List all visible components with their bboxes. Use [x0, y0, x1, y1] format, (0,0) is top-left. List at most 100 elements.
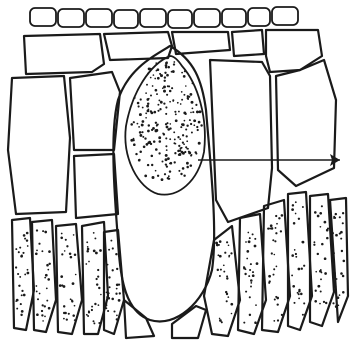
- crystal-stipple-dot: [198, 111, 200, 113]
- crystal-stipple-dot: [139, 150, 142, 153]
- palisade-stipple-dot: [278, 217, 280, 219]
- palisade-stipple-dot: [293, 222, 296, 225]
- palisade-stipple-dot: [35, 252, 38, 255]
- palisade-stipple-dot: [16, 308, 18, 310]
- crystal-stipple-dot: [155, 122, 157, 124]
- palisade-stipple-dot: [93, 250, 96, 253]
- crystal-stipple-dot: [145, 92, 147, 94]
- crystal-stipple-dot: [166, 165, 168, 167]
- crystal-stipple-dot: [151, 129, 153, 131]
- crystal-stipple-dot: [164, 80, 166, 82]
- palisade-stipple-dot: [61, 233, 63, 235]
- crystal-stipple-dot: [137, 123, 139, 125]
- palisade-stipple-dot: [19, 247, 21, 249]
- palisade-stipple-dot: [327, 228, 329, 230]
- crystal-stipple-dot: [186, 148, 188, 150]
- palisade-stipple-dot: [119, 292, 121, 294]
- crystal-stipple-dot: [169, 138, 171, 140]
- palisade-stipple-dot: [91, 309, 93, 311]
- palisade-stipple-dot: [303, 265, 305, 267]
- crystal-stipple-dot: [167, 85, 169, 87]
- crystal-stipple-dot: [164, 72, 166, 74]
- palisade-stipple-dot: [292, 285, 295, 288]
- palisade-stipple-dot: [268, 275, 271, 278]
- palisade-stipple-dot: [276, 297, 279, 300]
- palisade-stipple-dot: [113, 310, 115, 312]
- crystal-stipple-dot: [190, 123, 192, 125]
- palisade-stipple-dot: [61, 284, 63, 286]
- crystal-stipple-dot: [180, 126, 182, 128]
- crystal-stipple-dot: [181, 99, 183, 101]
- palisade-stipple-dot: [223, 271, 225, 273]
- palisade-stipple-dot: [107, 310, 109, 312]
- palisade-stipple-dot: [276, 266, 278, 268]
- palisade-stipple-dot: [98, 322, 100, 324]
- palisade-stipple-dot: [41, 314, 43, 316]
- crystal-stipple-dot: [156, 125, 158, 127]
- palisade-stipple-dot: [228, 244, 230, 246]
- palisade-stipple-dot: [112, 247, 114, 249]
- crystal-stipple-dot: [174, 138, 176, 140]
- palisade-stipple-dot: [219, 255, 222, 258]
- crystal-stipple-dot: [160, 74, 163, 77]
- palisade-stipple-dot: [249, 269, 251, 271]
- palisade-stipple-dot: [108, 249, 110, 251]
- palisade-stipple-dot: [226, 293, 228, 295]
- crystal-stipple-dot: [154, 111, 157, 114]
- palisade-stipple-dot: [314, 300, 317, 303]
- palisade-stipple-dot: [245, 241, 247, 243]
- palisade-stipple-dot: [291, 254, 294, 257]
- palisade-stipple-dot: [21, 290, 23, 292]
- crystal-stipple-dot: [142, 136, 144, 138]
- palisade-stipple-dot: [26, 239, 28, 241]
- palisade-stipple-dot: [245, 291, 247, 293]
- crystal-stipple-dot: [147, 108, 149, 110]
- palisade-stipple-dot: [298, 298, 300, 300]
- palisade-stipple-dot: [23, 234, 26, 237]
- crystal-stipple-dot: [190, 164, 193, 167]
- palisade-stipple-dot: [248, 275, 250, 277]
- palisade-stipple-dot: [276, 223, 278, 225]
- palisade-stipple-dot: [281, 314, 283, 316]
- palisade-stipple-dot: [271, 252, 273, 254]
- crystal-stipple-dot: [200, 124, 202, 126]
- crystal-stipple-dot: [164, 173, 166, 175]
- palisade-stipple-dot: [27, 272, 30, 275]
- palisade-stipple-dot: [273, 254, 275, 256]
- palisade-stipple-dot: [335, 234, 338, 237]
- crystal-stipple-dot: [155, 89, 158, 92]
- crystal-stipple-dot: [180, 147, 182, 149]
- palisade-stipple-dot: [313, 241, 315, 243]
- palisade-stipple-dot: [321, 243, 324, 246]
- crystal-stipple-dot: [154, 78, 156, 80]
- palisade-stipple-dot: [298, 268, 301, 271]
- crystal-stipple-dot: [165, 106, 167, 108]
- palisade-stipple-dot: [44, 277, 46, 279]
- crystal-stipple-dot: [135, 153, 137, 155]
- palisade-stipple-dot: [106, 296, 109, 299]
- palisade-stipple-dot: [297, 292, 299, 294]
- crystal-stipple-dot: [169, 170, 171, 172]
- palisade-stipple-dot: [105, 307, 107, 309]
- palisade-stipple-dot: [339, 216, 341, 218]
- palisade-stipple-dot: [248, 240, 251, 243]
- palisade-stipple-dot: [295, 256, 297, 258]
- palisade-stipple-dot: [65, 239, 67, 241]
- palisade-stipple-dot: [21, 294, 23, 296]
- crystal-stipple-dot: [150, 143, 152, 145]
- palisade-stipple-dot: [44, 231, 47, 234]
- palisade-stipple-dot: [337, 296, 340, 299]
- crystal-stipple-dot: [180, 103, 182, 105]
- crystal-stipple-dot: [166, 122, 168, 124]
- palisade-stipple-dot: [319, 270, 322, 273]
- crystal-stipple-dot: [183, 94, 185, 96]
- palisade-stipple-dot: [275, 227, 277, 229]
- crystal-stipple-dot: [162, 132, 164, 134]
- palisade-stipple-dot: [94, 303, 96, 305]
- crystal-stipple-dot: [150, 94, 152, 96]
- palisade-stipple-dot: [324, 257, 327, 260]
- palisade-stipple-dot: [304, 313, 306, 315]
- palisade-stipple-dot: [118, 283, 120, 285]
- palisade-stipple-dot: [41, 310, 43, 312]
- crystal-stipple-dot: [183, 75, 186, 78]
